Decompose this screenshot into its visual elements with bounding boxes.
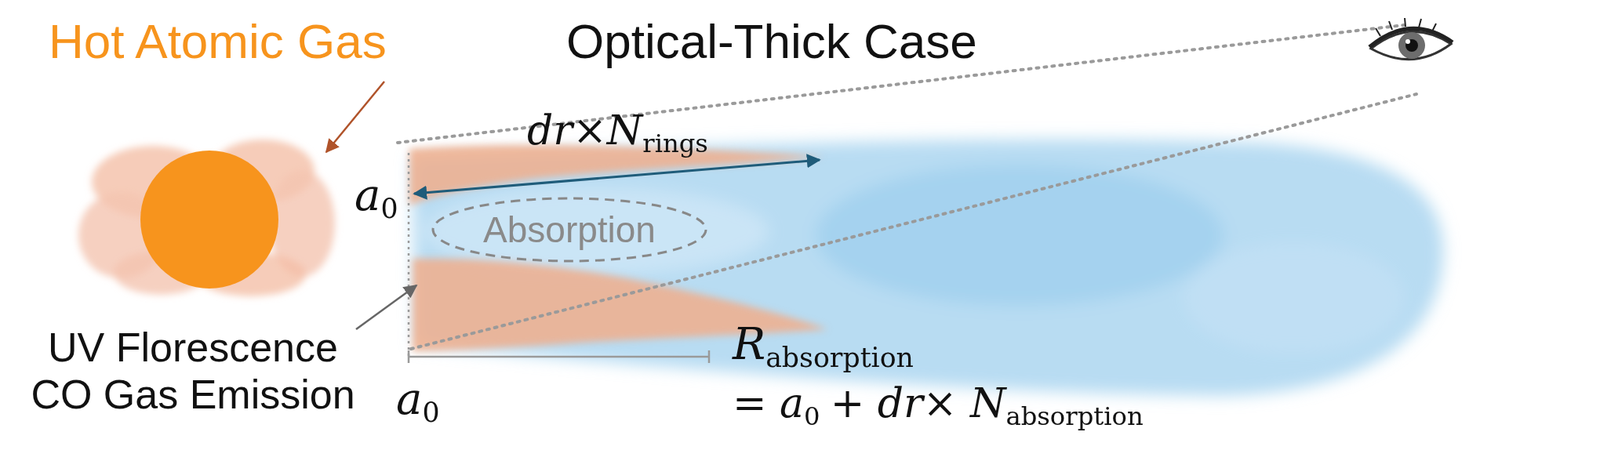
region-label: Absorption bbox=[483, 208, 656, 251]
subscript: rings bbox=[642, 128, 709, 159]
subscript: absorption bbox=[765, 341, 914, 374]
emission-label: UV Florescence CO Gas Emission bbox=[20, 324, 366, 419]
subscript: absorption bbox=[1005, 401, 1143, 432]
inner-edge-line bbox=[407, 152, 411, 357]
gas-label: Hot Atomic Gas bbox=[48, 12, 387, 71]
label-text: a bbox=[396, 373, 422, 425]
absorption-formula: = a0 + dr× Nabsorption bbox=[732, 381, 1144, 431]
ruler-tick bbox=[708, 350, 711, 364]
pointer-arrow bbox=[356, 285, 417, 330]
subscript: 0 bbox=[803, 401, 821, 432]
label-text: a bbox=[354, 169, 381, 221]
ruler-tick bbox=[407, 350, 411, 364]
ring-width-label: dr×Nrings bbox=[527, 108, 709, 158]
star bbox=[140, 150, 279, 289]
label-text: UV Florescence CO Gas Emission bbox=[30, 324, 355, 418]
label-text: R bbox=[732, 318, 766, 370]
label-text: dr×N bbox=[527, 106, 643, 154]
gas-cloud bbox=[78, 139, 335, 297]
absorption-region: Absorption bbox=[431, 196, 708, 263]
subscript: 0 bbox=[421, 396, 440, 429]
radius-ruler bbox=[408, 356, 710, 359]
observer-eye bbox=[1369, 18, 1453, 60]
inner-radius-label: a0 bbox=[354, 170, 398, 225]
inner-radius-label: a0 bbox=[396, 374, 440, 429]
label-text: = a bbox=[732, 379, 804, 427]
diagram-title: Optical-Thick Case bbox=[566, 12, 978, 71]
sight-line bbox=[410, 94, 1417, 350]
label-text: Hot Atomic Gas bbox=[48, 14, 387, 69]
subscript: 0 bbox=[380, 192, 398, 225]
ellipse-outline bbox=[432, 198, 706, 262]
absorption-radius-label: Rabsorption bbox=[732, 320, 914, 374]
ring-extent-arrow bbox=[414, 160, 820, 194]
pointer-arrow bbox=[326, 81, 385, 153]
label-text: + dr× N bbox=[830, 379, 1007, 427]
